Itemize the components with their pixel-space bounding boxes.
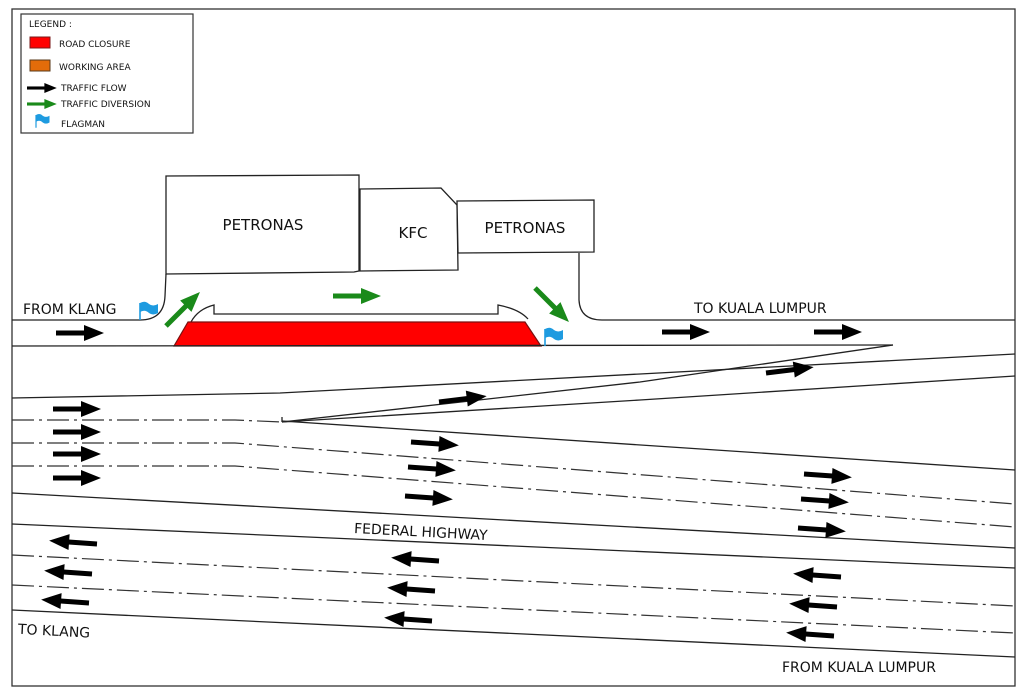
road-closure-area xyxy=(172,321,543,347)
legend-label-flagman: FLAGMAN xyxy=(61,120,105,130)
legend: LEGEND : ROAD CLOSURE WORKING AREA TRAFF… xyxy=(20,13,194,134)
legend-label-traffic-diversion: TRAFFIC DIVERSION xyxy=(60,100,151,110)
label-to-klang: TO KLANG xyxy=(17,622,91,642)
label-from-kuala-lumpur: FROM KUALA LUMPUR xyxy=(782,660,936,676)
legend-label-working-area: WORKING AREA xyxy=(59,63,131,73)
legend-box xyxy=(20,13,194,134)
building-petronas-1 xyxy=(165,174,360,275)
legend-label-traffic-flow: TRAFFIC FLOW xyxy=(60,84,127,94)
lane-markings xyxy=(11,419,1016,634)
building-label-petronas-2: PETRONAS xyxy=(485,219,566,237)
working-area-swatch xyxy=(29,59,51,72)
label-from-klang: FROM KLANG xyxy=(23,302,117,318)
label-federal-highway: FEDERAL HIGHWAY xyxy=(354,521,489,544)
road-edges xyxy=(11,344,1016,658)
buildings: PETRONAS KFC PETRONAS xyxy=(165,174,595,275)
building-label-kfc: KFC xyxy=(399,224,428,242)
legend-label-road-closure: ROAD CLOSURE xyxy=(59,40,131,50)
label-to-kuala-lumpur: TO KUALA LUMPUR xyxy=(693,301,827,317)
road-closure-swatch xyxy=(29,36,51,49)
legend-title: LEGEND : xyxy=(29,20,72,30)
building-petronas-2 xyxy=(456,199,595,254)
building-label-petronas-1: PETRONAS xyxy=(223,216,304,234)
